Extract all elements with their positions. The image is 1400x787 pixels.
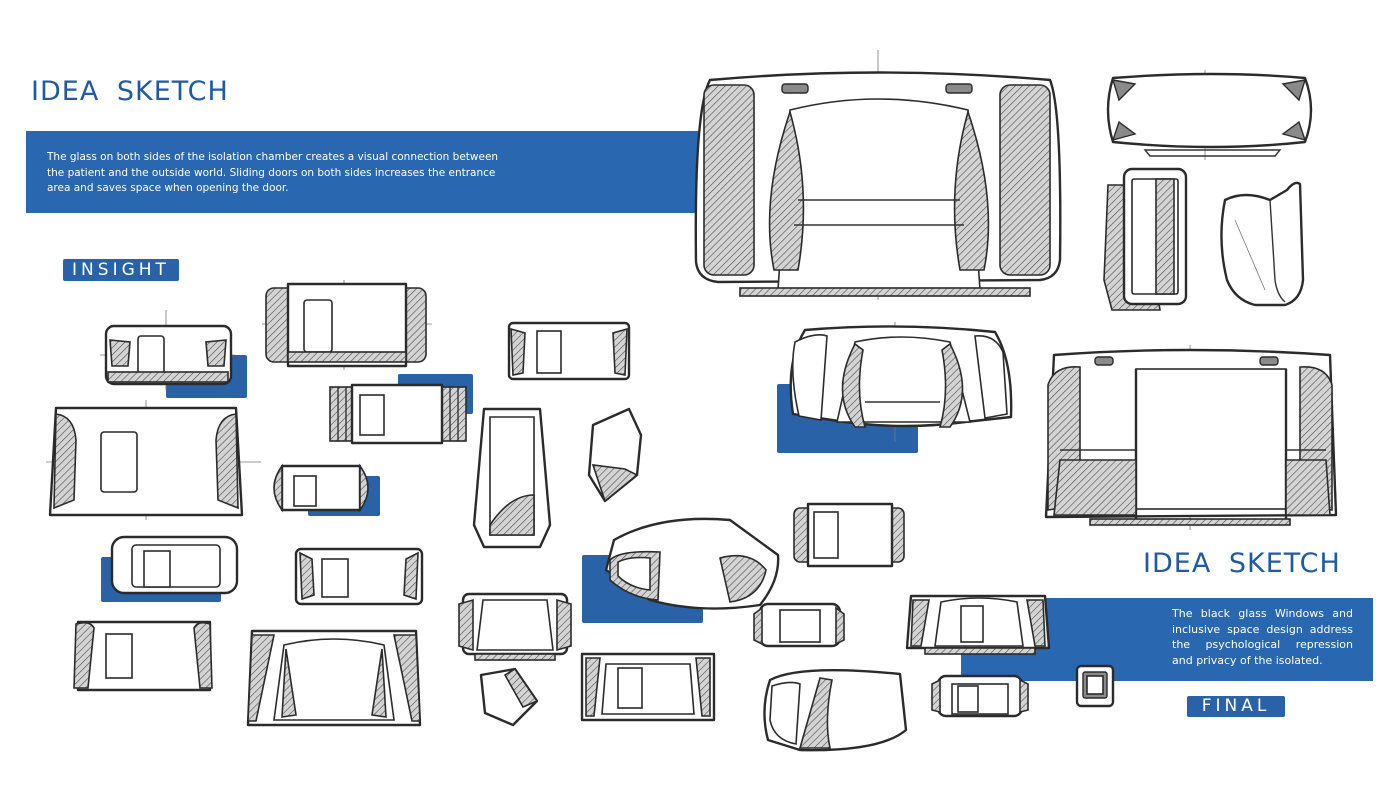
sketch-middle-7: [793, 502, 905, 568]
sketch-final-1: [905, 594, 1051, 655]
sketch-insight-7: [294, 547, 424, 606]
sketch-side-panel: [1103, 167, 1188, 311]
sketch-insight-1: [100, 310, 235, 390]
sketch-middle-2: [472, 407, 552, 549]
description-band: [26, 131, 706, 213]
sketch-insight-4: [46, 400, 261, 520]
description-text: The glass on both sides of the isolation…: [47, 151, 499, 194]
sketch-insight-6: [110, 535, 239, 595]
sketch-middle-3: [587, 407, 643, 503]
sketch-final-2: [931, 674, 1029, 718]
sketch-middle-6: [580, 652, 716, 722]
description-text-final: The black glass Windows and inclusive sp…: [1172, 607, 1353, 667]
sketch-insight-8: [73, 620, 213, 692]
sketch-perspective-front: [789, 322, 1013, 442]
sketch-middle-8: [753, 602, 845, 648]
page-title: IDEA SKETCH: [31, 76, 229, 107]
sketch-insight-3: [329, 383, 467, 445]
sketch-hero-front-view: [694, 50, 1062, 300]
sketch-insight-2: [262, 280, 432, 370]
sketch-middle-5: [479, 667, 539, 727]
section-title-final: IDEA SKETCH: [1143, 548, 1341, 579]
sketch-final-3: [1075, 664, 1115, 708]
sketch-middle-4: [458, 592, 572, 661]
final-tag: FINAL: [1187, 696, 1285, 717]
insight-tag: INSIGHT: [63, 259, 179, 281]
sketch-top-view: [1106, 70, 1313, 160]
sketch-middle-1: [507, 321, 631, 381]
sketch-middle-9: [763, 668, 908, 752]
sketch-insight-9: [246, 629, 422, 727]
sketch-sliding-doors: [1044, 345, 1338, 530]
sketch-curved-panel: [1220, 181, 1305, 307]
sketch-insight-5: [273, 463, 369, 513]
sketch-perspective-hero: [604, 517, 780, 610]
